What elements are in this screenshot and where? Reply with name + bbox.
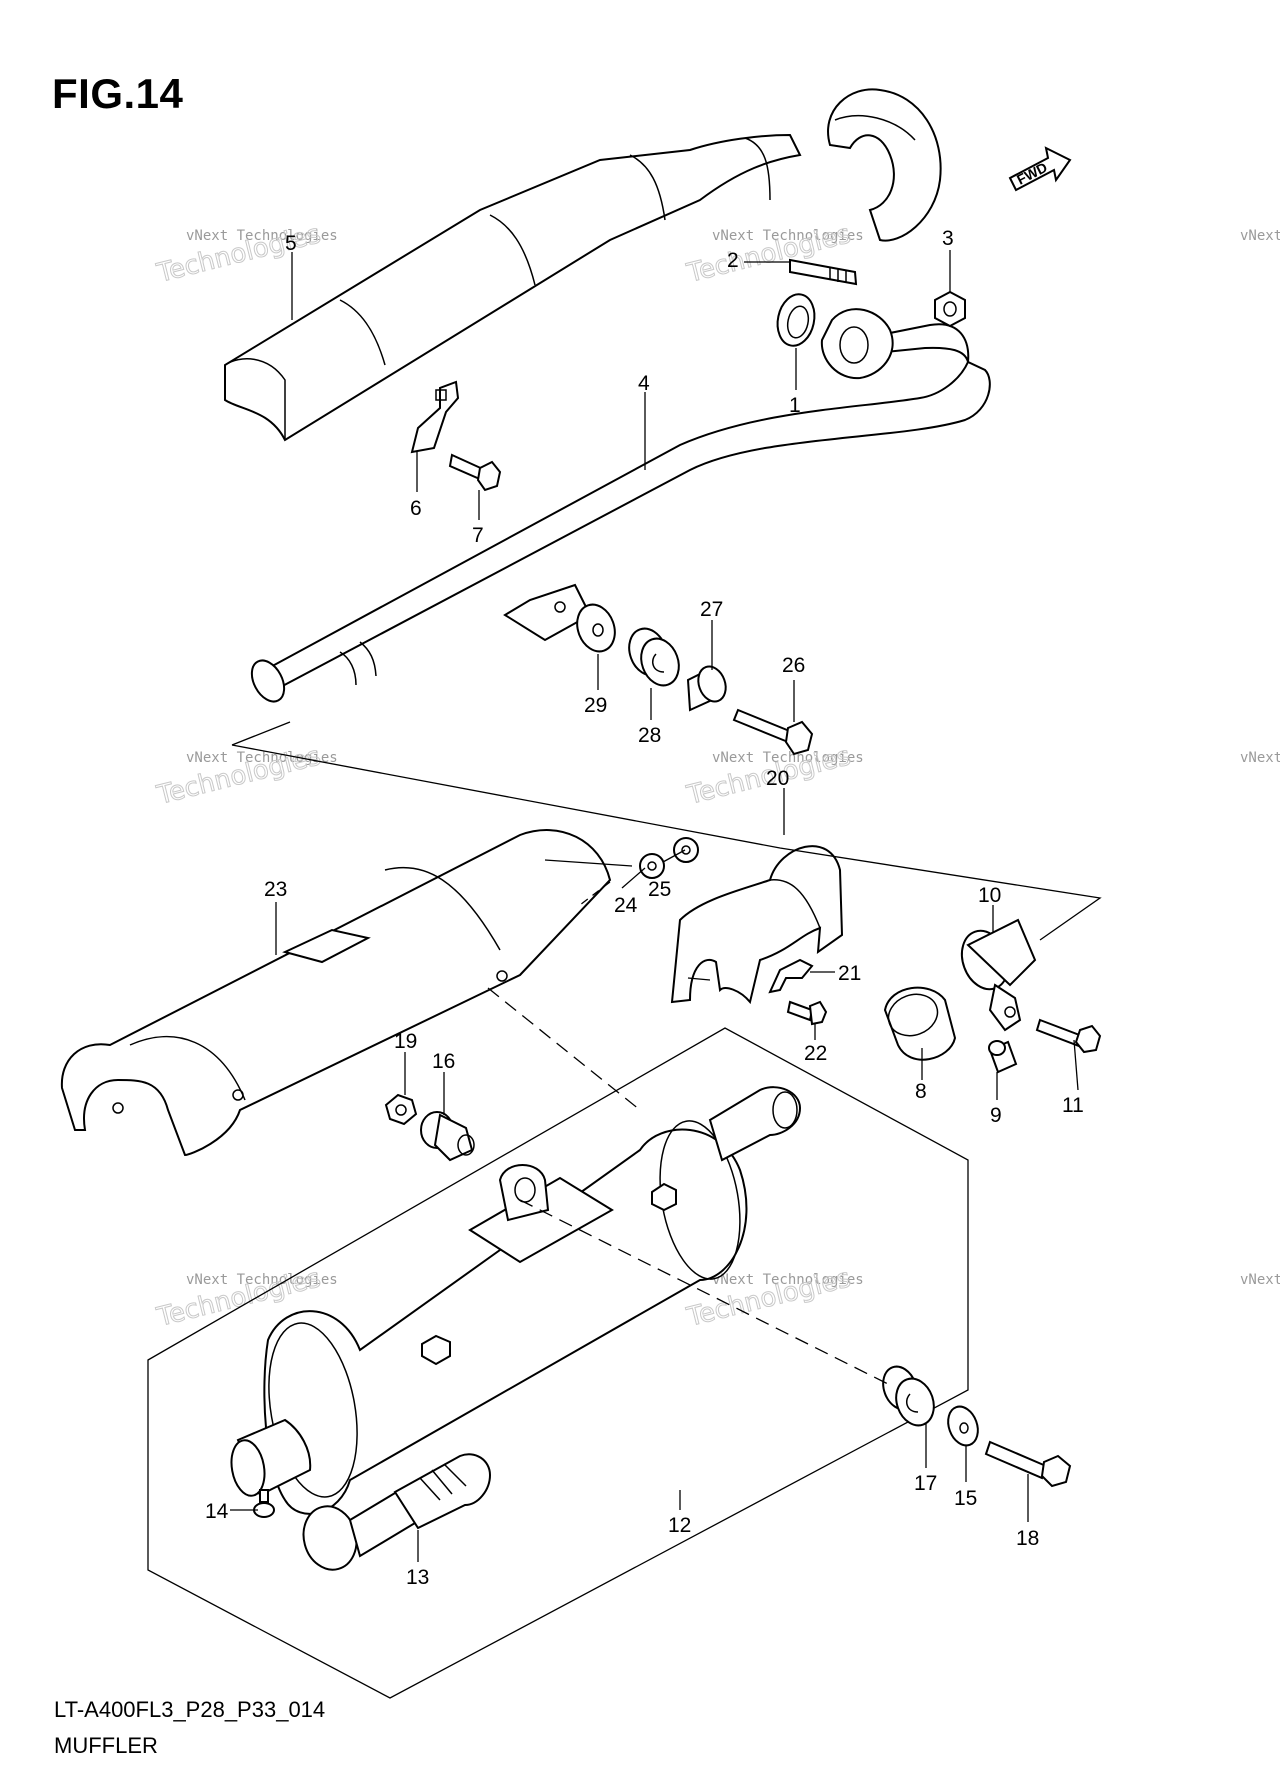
part-12-muffler-assembly [147,1027,969,1699]
watermark-text: vNext [1240,228,1280,244]
callout-14: 14 [205,1500,229,1523]
callout-9: 9 [990,1104,1002,1127]
callout-15: 15 [954,1487,977,1510]
callout-labels: 1 2 3 4 5 6 7 8 9 10 11 12 13 14 15 16 1… [205,227,1084,1589]
callout-1: 1 [789,394,801,417]
callout-24: 24 [614,894,638,917]
figure-name: MUFFLER [54,1733,158,1758]
fwd-label: FWD [1014,159,1050,188]
part-7-bolt [448,453,502,492]
callout-21: 21 [838,962,861,985]
part-2-stud-bolt [789,258,858,286]
part-13-spark-arrester [302,1453,492,1571]
callout-16: 16 [432,1050,455,1073]
watermark-text: vNext Technologies [186,750,338,766]
watermark-text: vNext Technologies [712,750,864,766]
part-19-nut [384,1093,418,1126]
part-11-bolt [1035,1018,1102,1054]
callout-18: 18 [1016,1527,1039,1550]
callout-25: 25 [648,878,671,901]
part-17-cushion [882,1365,935,1427]
callout-6: 6 [410,497,422,520]
callout-10: 10 [978,884,1001,907]
callout-19: 19 [394,1030,417,1053]
callout-11: 11 [1062,1094,1084,1117]
callout-27: 27 [700,598,723,621]
part-9-collar [988,1040,1018,1074]
watermark-text: vNext [1240,750,1280,766]
part-14-screw [253,1489,275,1518]
fwd-arrow-icon: FWD [1008,146,1072,192]
figure-code: LT-A400FL3_P28_P33_014 [54,1697,326,1722]
part-23-muffler-cover [60,829,612,1157]
callout-26: 26 [782,654,805,677]
assembly-guide-lines [231,721,1102,1386]
part-29-washer [576,603,616,653]
part-16-collar [420,1111,475,1162]
leader-lines [230,250,1079,1562]
callout-4: 4 [638,372,650,395]
callout-3: 3 [942,227,954,250]
callout-7: 7 [472,524,484,547]
part-27-collar [686,665,727,712]
callout-28: 28 [638,724,661,747]
part-4-exhaust-pipe [250,308,991,703]
part-26-bolt [732,708,814,756]
part-21-clamp [768,958,814,994]
watermark-text: vNext Technologies [186,1272,338,1288]
callout-20: 20 [766,767,789,790]
part-6-bracket [410,380,460,454]
part-8-sleeve [883,986,957,1061]
figure-title: FIG.14 [52,70,184,117]
part-1-gasket [776,293,816,347]
part-20-pipe-cover [670,845,844,1005]
callout-13: 13 [406,1566,429,1589]
callout-2: 2 [727,249,739,272]
callout-23: 23 [264,878,287,901]
watermark-text: vNext Technologies [712,228,864,244]
watermark-text: vNext Technologies [712,1272,864,1288]
part-28-cushion [628,627,680,687]
part-18-bolt [984,1440,1072,1488]
callout-12: 12 [668,1514,691,1537]
callout-22: 22 [804,1042,827,1065]
part-5-heat-shield [224,88,942,442]
callout-17: 17 [914,1472,937,1495]
watermark-text: vNext [1240,1272,1280,1288]
callout-29: 29 [584,694,607,717]
callout-8: 8 [915,1080,927,1103]
part-25-washer [673,837,699,863]
part-24-nut [639,853,665,879]
part-10-clamp [960,918,1037,1032]
callout-5: 5 [285,232,297,255]
watermark-text: vNext Technologies [186,228,338,244]
part-15-washer [947,1405,979,1447]
part-3-nut [934,290,966,328]
part-22-bolt [786,1000,828,1026]
